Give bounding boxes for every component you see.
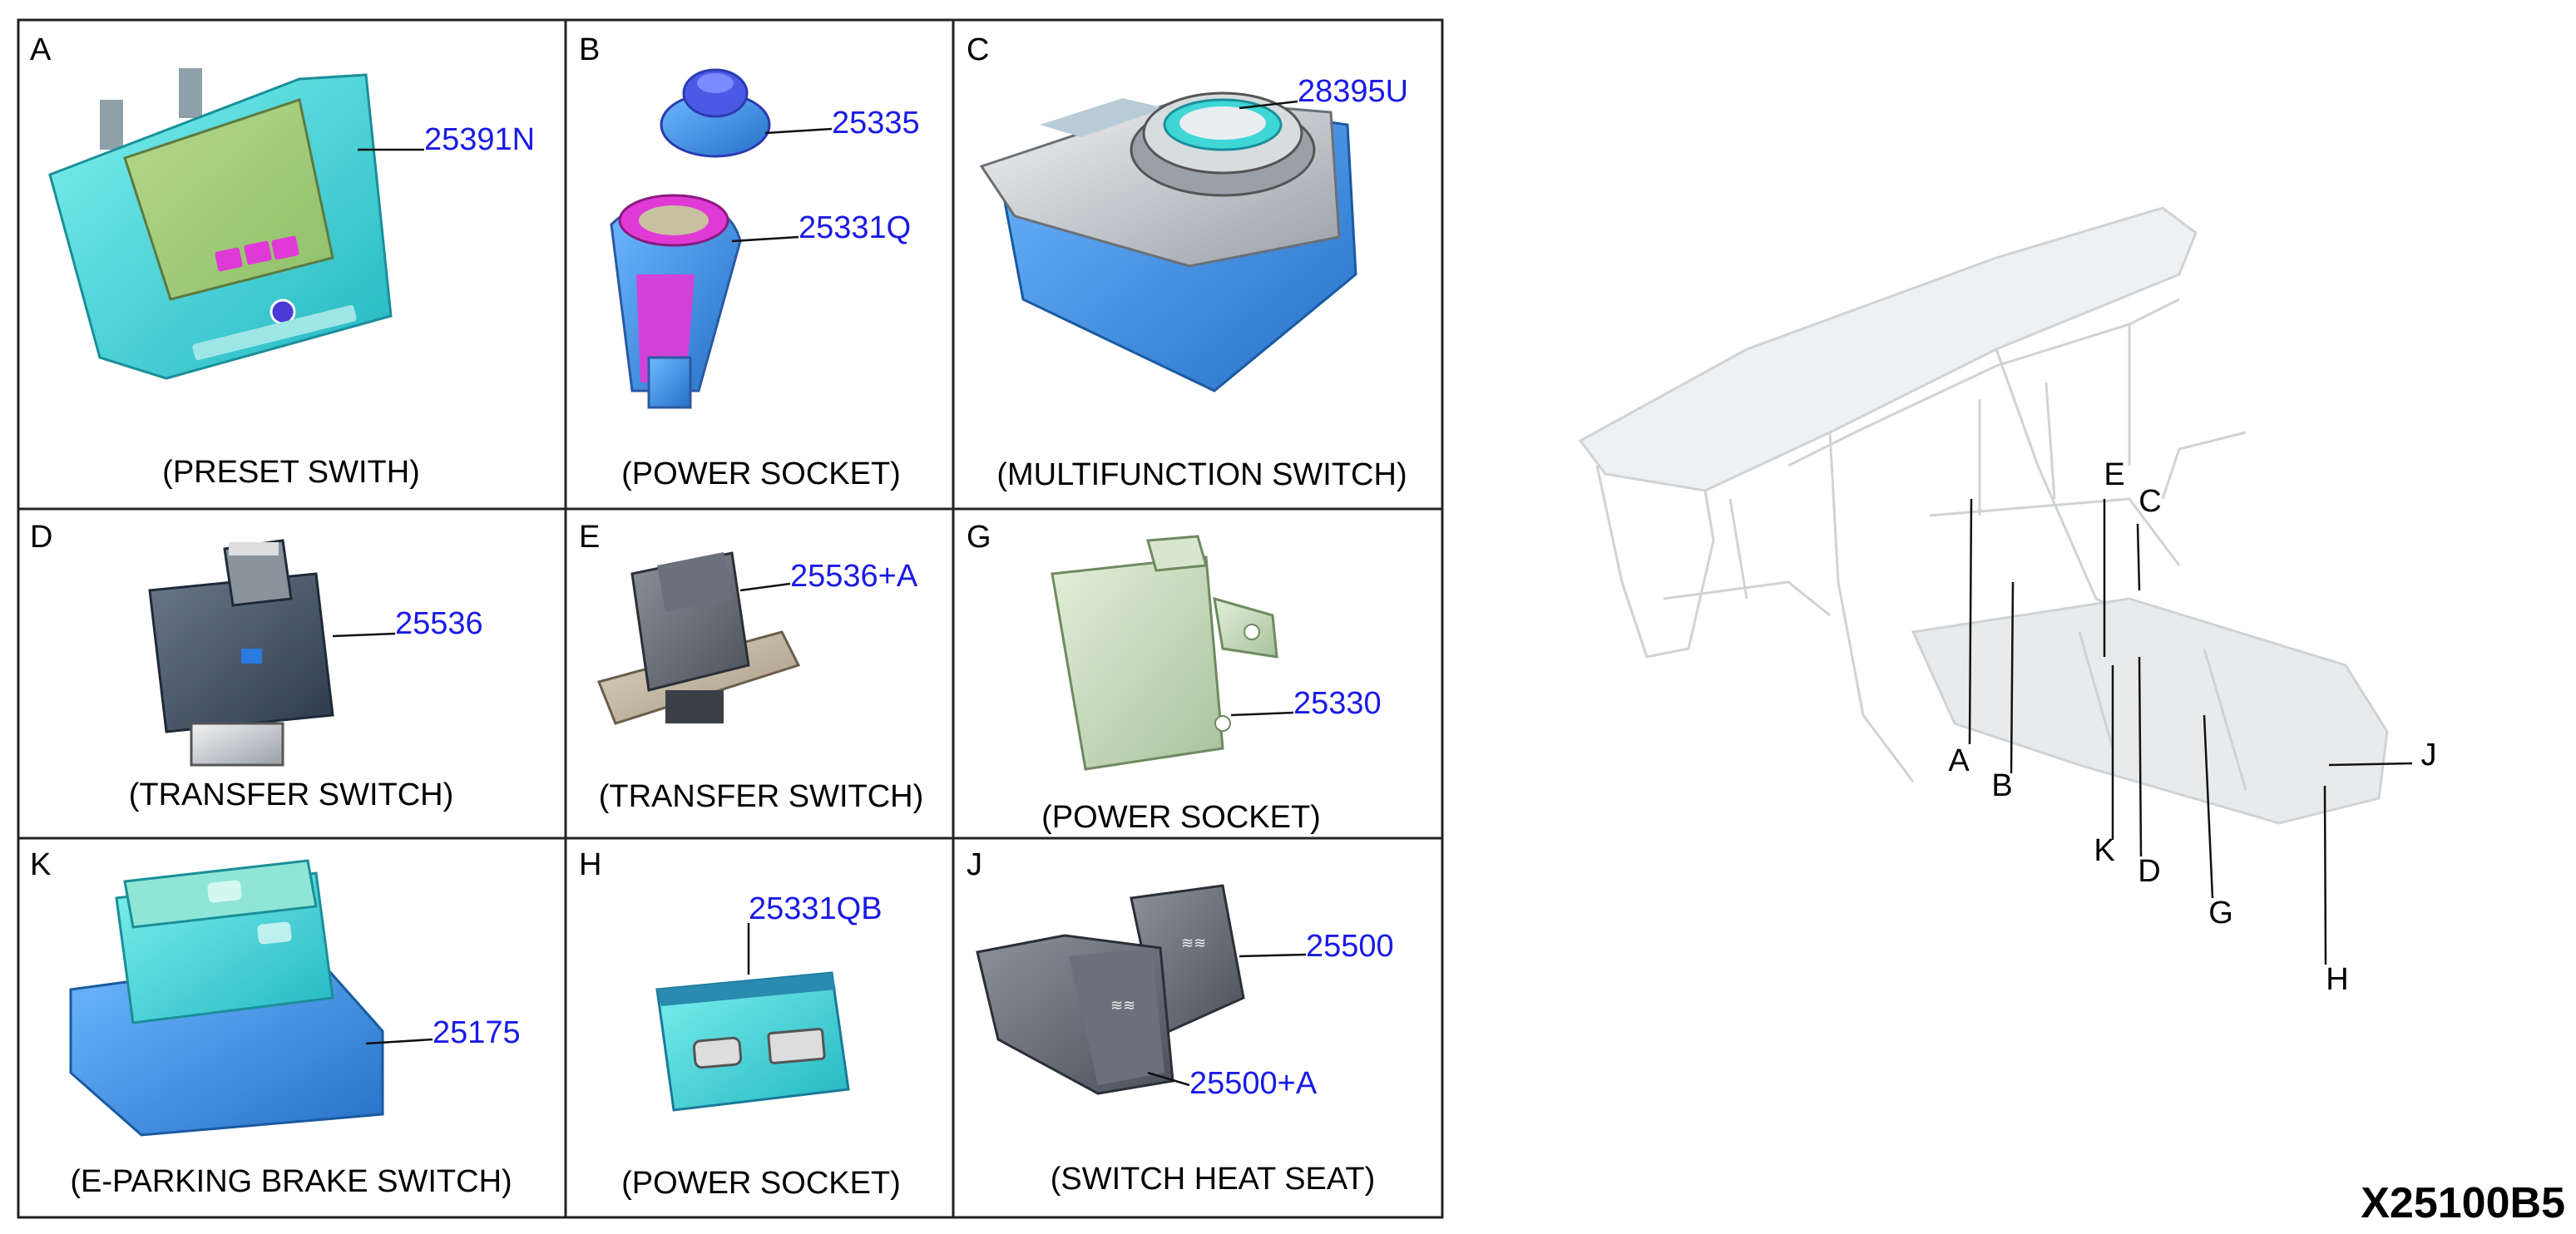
cell-j-switch-heat-seat: J ≋≋ ≋≋ 25500 25500+A (SWITCH HEAT SEAT) xyxy=(967,847,1394,1197)
callout-j: J xyxy=(2421,738,2437,772)
usb-socket-illustration xyxy=(655,971,850,1112)
power-socket-green-illustration xyxy=(1051,535,1278,771)
part-number-25500: 25500 xyxy=(1306,929,1394,964)
cell-caption: (SWITCH HEAT SEAT) xyxy=(1051,1162,1376,1197)
leader-line xyxy=(1239,100,1298,110)
cell-letter: A xyxy=(30,32,52,67)
part-number-25536: 25536 xyxy=(395,606,483,641)
heat-icon: ≋≋ xyxy=(1181,935,1206,951)
leader-line xyxy=(1230,711,1294,717)
preset-button xyxy=(244,240,272,265)
part-number-25335: 25335 xyxy=(832,106,920,141)
cell-a-preset-switch: A 25391N (PRESET SWITH) xyxy=(30,32,535,490)
usb-c-port xyxy=(692,1036,743,1069)
cell-h-power-socket: H 25331QB (POWER SOCKET) xyxy=(579,847,901,1201)
callout-g: G xyxy=(2208,896,2233,930)
grid-frame xyxy=(17,18,1444,1219)
multifunction-switch-illustration xyxy=(979,91,1357,392)
cell-caption: (E-PARKING BRAKE SWITCH) xyxy=(70,1164,512,1199)
socket-cap-illustration xyxy=(660,68,771,158)
usb-a-port xyxy=(767,1028,826,1064)
leader-line xyxy=(1147,1071,1190,1087)
part-number-25536-a: 25536+A xyxy=(790,559,918,594)
preset-button xyxy=(271,235,299,260)
heat-icon: ≋≋ xyxy=(1110,997,1135,1014)
cell-letter: E xyxy=(579,520,600,555)
cell-letter: B xyxy=(579,32,600,67)
callout-e: E xyxy=(2104,457,2124,492)
cell-caption: (POWER SOCKET) xyxy=(1041,800,1321,835)
callout-c: C xyxy=(2138,484,2161,519)
cell-e-transfer-switch: E 25536+A (TRANSFER SWITCH) xyxy=(579,520,923,814)
cell-caption: (POWER SOCKET) xyxy=(621,457,901,491)
callout-d: D xyxy=(2138,854,2160,889)
callout-k: K xyxy=(2094,833,2114,868)
cell-k-e-parking-brake-switch: K 25175 (E-PARKING BRAKE SWITCH) xyxy=(30,847,521,1199)
cell-caption: (TRANSFER SWITCH) xyxy=(599,779,924,814)
part-number-25391n: 25391N xyxy=(424,122,535,157)
dashboard-overview: A B C D E G H J K xyxy=(1578,206,2437,997)
part-number-25331qb: 25331QB xyxy=(749,891,883,926)
cell-letter: H xyxy=(579,847,601,882)
callout-leaders xyxy=(1968,498,2413,965)
transfer-switch-illustration xyxy=(148,539,334,767)
diagram-id: X25100B5 xyxy=(2361,1179,2565,1227)
cell-letter: D xyxy=(30,520,52,555)
button-row xyxy=(192,304,357,361)
preset-switch-illustration xyxy=(48,68,393,380)
leader-line xyxy=(332,632,396,638)
preset-button xyxy=(215,247,243,272)
cell-caption: (POWER SOCKET) xyxy=(621,1166,901,1201)
leader-line xyxy=(1239,953,1307,958)
cell-caption: (PRESET SWITH) xyxy=(162,455,420,490)
cell-letter: J xyxy=(967,847,982,882)
callout-a: A xyxy=(1948,743,1970,778)
cell-d-transfer-switch: D 25536 (TRANSFER SWITCH) xyxy=(30,520,483,812)
transfer-switch-beige-illustration xyxy=(596,551,801,725)
cell-letter: G xyxy=(967,520,991,555)
part-number-25500-a: 25500+A xyxy=(1189,1066,1318,1101)
heat-seat-switch-illustration: ≋≋ ≋≋ xyxy=(976,884,1245,1095)
cell-b-power-socket: B 25335 25331Q (POWER SOCKET) xyxy=(579,32,920,491)
part-number-25331q: 25331Q xyxy=(799,210,911,245)
callout-h: H xyxy=(2326,962,2348,997)
cell-c-multifunction-switch: C 28395U (MULTIFUNCTION SWITCH) xyxy=(967,32,1408,492)
mount-bracket xyxy=(100,100,123,150)
leader-line xyxy=(731,235,799,243)
part-number-25330: 25330 xyxy=(1293,686,1382,721)
parts-grid xyxy=(17,18,1444,1219)
leader-line xyxy=(365,1038,433,1045)
cell-caption: (TRANSFER SWITCH) xyxy=(129,777,454,812)
mount-bracket xyxy=(179,68,202,118)
part-number-28395u: 28395U xyxy=(1298,74,1408,109)
cell-caption: (MULTIFUNCTION SWITCH) xyxy=(996,457,1407,492)
cell-g-power-socket: G 25330 (POWER SOCKET) xyxy=(967,520,1382,835)
e-parking-brake-illustration xyxy=(69,859,384,1137)
dashboard-ghost-illustration xyxy=(1578,206,2389,825)
cell-letter: K xyxy=(30,847,51,882)
socket-body-illustration xyxy=(610,194,742,409)
leader-line xyxy=(764,127,833,135)
leader-line xyxy=(739,582,791,592)
cell-letter: C xyxy=(967,32,989,67)
callout-b: B xyxy=(1991,768,2012,803)
part-number-25175: 25175 xyxy=(433,1015,521,1050)
